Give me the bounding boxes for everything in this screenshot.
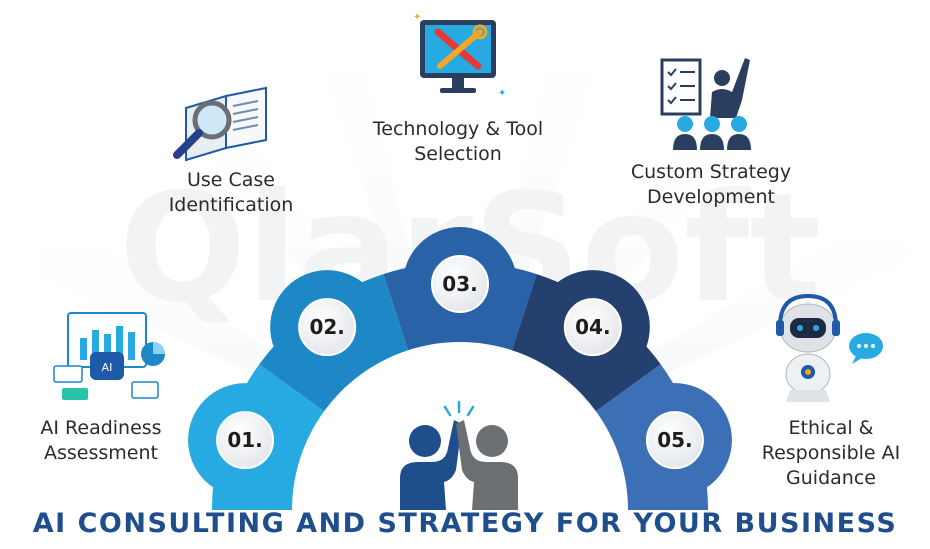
robot-chat-icon xyxy=(776,293,883,402)
step-number-badge-4 xyxy=(563,298,622,357)
step-number-4: 04. xyxy=(575,315,610,339)
step-label-1: AI Readiness Assessment xyxy=(40,417,162,464)
step-label-3: Technology & Tool Selection xyxy=(372,118,544,165)
high-five-icon xyxy=(400,400,518,510)
step-number-badge-3 xyxy=(431,255,489,313)
footer-title: AI CONSULTING AND STRATEGY FOR YOUR BUSI… xyxy=(32,508,898,539)
step-number-badge-5 xyxy=(645,411,704,470)
svg-text:✦: ✦ xyxy=(498,88,506,99)
step-number-badge-2 xyxy=(298,298,357,357)
step-arc: 01. 02. 03. 04. 05. xyxy=(188,227,732,510)
step-label-5: Ethical & Responsible AI Guidance xyxy=(761,417,901,489)
step-label-2: Use Case Identification xyxy=(168,169,294,216)
step-number-2: 02. xyxy=(309,315,344,339)
svg-text:AI: AI xyxy=(102,361,113,374)
step-number-1: 01. xyxy=(227,428,262,452)
step-number-3: 03. xyxy=(442,272,477,296)
presenter-board-icon xyxy=(660,58,751,150)
monitor-tools-icon: ✦ ✦ xyxy=(413,12,506,99)
magnifier-book-icon xyxy=(173,86,267,162)
step-number-5: 05. xyxy=(657,428,692,452)
step-number-badge-1 xyxy=(216,411,275,470)
analytics-dashboard-icon: AI xyxy=(53,312,165,400)
step-label-4: Custom Strategy Development xyxy=(630,161,792,208)
svg-text:✦: ✦ xyxy=(413,12,421,23)
